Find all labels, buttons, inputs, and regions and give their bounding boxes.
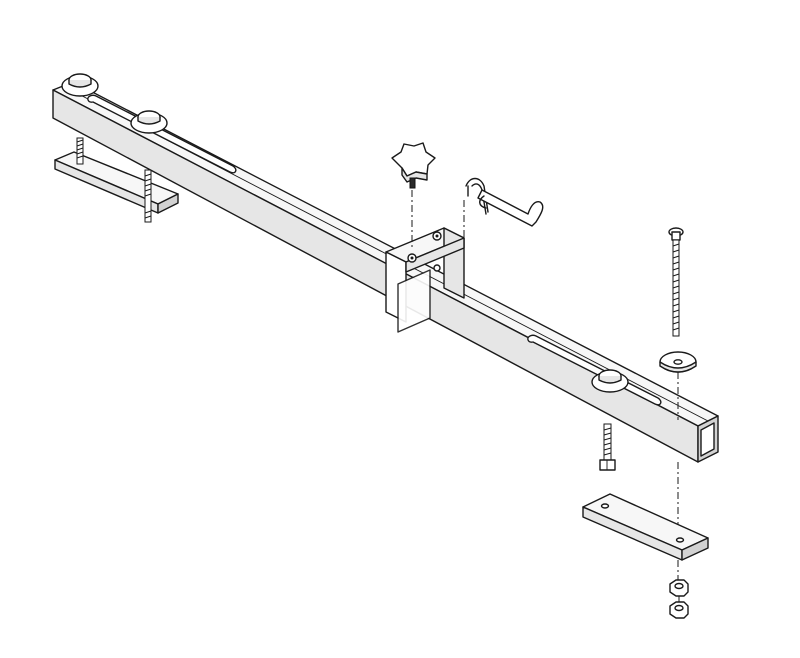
right-clamp-plate	[582, 462, 709, 585]
right-threaded-rod	[599, 423, 616, 471]
lock-nut-2	[669, 601, 689, 619]
lock-nut-1	[669, 579, 689, 597]
right-top-bolt	[591, 369, 629, 393]
star-knob	[391, 142, 436, 250]
left-top-bolt-2	[130, 110, 168, 134]
left-threaded-rod-1	[76, 137, 84, 165]
left-top-bolt-1	[61, 73, 99, 97]
long-bolt	[668, 227, 684, 337]
washer	[659, 351, 697, 420]
left-threaded-rod-2	[144, 169, 152, 223]
hitch-pin-clip	[463, 177, 544, 300]
